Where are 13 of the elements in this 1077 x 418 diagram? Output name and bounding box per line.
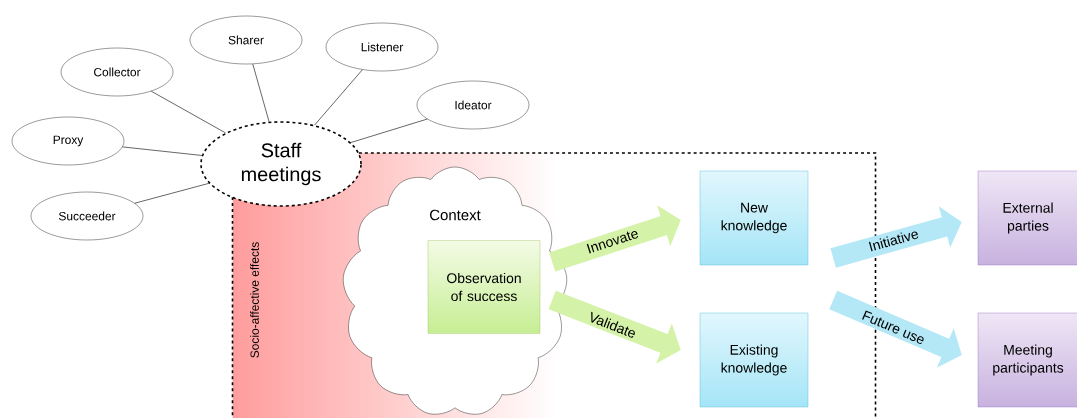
connector-line	[314, 69, 363, 126]
audience-box: External parties	[977, 170, 1077, 266]
connector-line	[150, 90, 226, 134]
audience-box: Meeting participants	[977, 312, 1077, 408]
connector-line	[252, 63, 270, 122]
knowledge-box: New knowledge	[699, 170, 809, 266]
connector-line	[350, 118, 428, 143]
knowledge-box: Existing knowledge	[699, 312, 809, 408]
connector-line	[122, 146, 203, 156]
edge-label: Innovate	[586, 231, 639, 254]
observation-box: Observation of success	[427, 240, 541, 334]
connector-line	[134, 183, 210, 204]
block-arrow	[549, 205, 681, 272]
